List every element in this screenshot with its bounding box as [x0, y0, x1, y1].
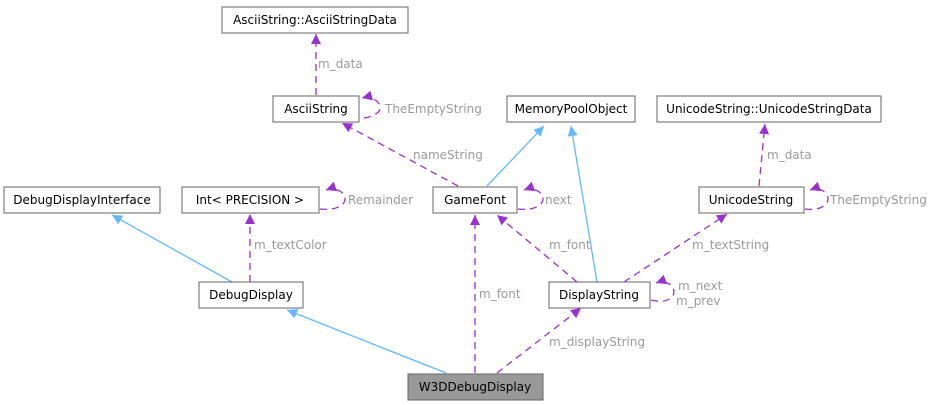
node-int-precision[interactable]: Int< PRECISION > — [181, 186, 320, 214]
edge-unicode-m-data — [758, 123, 770, 187]
node-memory-pool-object[interactable]: MemoryPoolObject — [506, 95, 636, 123]
edge-displaystring-m-textstring — [623, 213, 728, 283]
svg-text:MemoryPoolObject: MemoryPoolObject — [515, 102, 628, 116]
svg-text:DebugDisplayInterface: DebugDisplayInterface — [13, 193, 150, 207]
label-ascii-m-data: m_data — [318, 57, 363, 71]
edge-displaystring-to-memorypool — [567, 125, 598, 283]
node-unicode-string[interactable]: UnicodeString — [698, 186, 805, 214]
node-unicode-string-data[interactable]: UnicodeString::UnicodeStringData — [656, 95, 882, 123]
svg-text:AsciiString::AsciiStringData: AsciiString::AsciiStringData — [233, 13, 397, 27]
label-m-prev: m_prev — [676, 294, 720, 308]
node-debug-display[interactable]: DebugDisplay — [198, 281, 304, 309]
svg-text:DebugDisplay: DebugDisplay — [209, 288, 293, 302]
label-m-display-string: m_displayString — [549, 335, 645, 349]
label-unicode-empty: TheEmptyString — [829, 193, 927, 207]
node-display-string[interactable]: DisplayString — [548, 281, 651, 309]
edge-displaystring-self-loop — [650, 274, 675, 302]
svg-text:W3DDebugDisplay: W3DDebugDisplay — [419, 380, 531, 394]
label-m-next: m_next — [678, 279, 723, 293]
label-next: next — [545, 193, 572, 207]
label-name-string: nameString — [413, 148, 483, 162]
label-ascii-empty: TheEmptyString — [384, 102, 482, 116]
edge-debugdisplay-to-interface — [111, 214, 233, 283]
node-debug-display-interface[interactable]: DebugDisplayInterface — [3, 186, 161, 214]
edge-displaystring-m-font — [496, 214, 578, 283]
node-w3d-debug-display[interactable]: W3DDebugDisplay — [407, 373, 544, 401]
edge-w3d-to-debugdisplay — [286, 309, 447, 374]
edge-ascii-self-loop — [351, 90, 381, 120]
svg-text:AsciiString: AsciiString — [284, 102, 348, 116]
node-ascii-string[interactable]: AsciiString — [272, 95, 360, 123]
node-game-font[interactable]: GameFont — [432, 186, 518, 214]
svg-text:GameFont: GameFont — [444, 193, 506, 207]
label-unicode-m-data: m_data — [767, 148, 812, 162]
svg-text:UnicodeString::UnicodeStringDa: UnicodeString::UnicodeStringData — [666, 102, 872, 116]
svg-text:DisplayString: DisplayString — [559, 288, 639, 302]
edge-w3d-m-displaystring — [496, 307, 582, 374]
label-m-text-color: m_textColor — [254, 238, 327, 252]
edge-int-self-loop — [319, 181, 346, 211]
svg-text:UnicodeString: UnicodeString — [709, 193, 793, 207]
edge-unicode-self-loop — [804, 181, 829, 211]
label-ds-m-font: m_font — [549, 238, 591, 252]
node-ascii-string-data[interactable]: AsciiString::AsciiStringData — [221, 6, 409, 34]
label-w3d-m-font: m_font — [479, 287, 521, 301]
edge-gamefont-to-memorypool — [486, 125, 545, 187]
edge-gamefont-namestring — [341, 122, 459, 187]
label-m-text-string: m_textString — [692, 238, 769, 252]
label-remainder: Remainder — [348, 193, 413, 207]
svg-text:Int< PRECISION >: Int< PRECISION > — [196, 193, 304, 207]
edge-gamefont-self-loop — [517, 181, 544, 211]
